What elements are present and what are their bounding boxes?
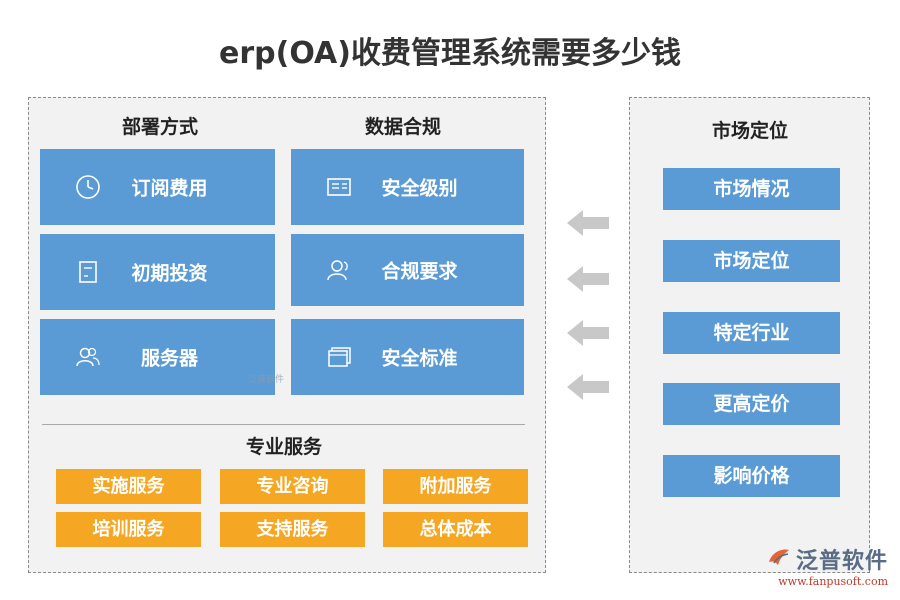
tile-label: 安全级别 [381, 177, 458, 200]
compliance-heading: 数据合规 [364, 116, 441, 138]
brand-url: www.fanpusoft.com [778, 575, 888, 588]
service-item[interactable]: 专业咨询 [220, 469, 365, 504]
tile-label: 安全标准 [381, 347, 458, 370]
market-item[interactable]: 更高定价 [663, 383, 840, 425]
left-arrow-icon [567, 208, 609, 238]
tile-security-level[interactable]: 安全级别 [291, 149, 524, 225]
tile-label: 订阅费用 [131, 177, 208, 200]
professional-heading: 专业服务 [245, 436, 322, 458]
service-item[interactable]: 附加服务 [383, 469, 528, 504]
tile-server[interactable]: 服务器 [40, 319, 275, 395]
service-item[interactable]: 实施服务 [56, 469, 201, 504]
left-arrow-icon [567, 372, 609, 402]
left-arrow-icon [567, 264, 609, 294]
service-item[interactable]: 支持服务 [220, 512, 365, 547]
service-item[interactable]: 培训服务 [56, 512, 201, 547]
market-heading: 市场定位 [711, 120, 788, 142]
brand-name: 泛普软件 [795, 549, 888, 574]
service-item[interactable]: 总体成本 [383, 512, 528, 547]
market-item[interactable]: 特定行业 [663, 312, 840, 354]
tile-initial-investment[interactable]: 初期投资 [40, 234, 275, 310]
tile-label: 服务器 [140, 347, 198, 370]
id-card-icon [325, 173, 353, 201]
tile-label: 合规要求 [381, 260, 458, 283]
brand-logo: 泛普软件 www.fanpusoft.com [766, 543, 888, 588]
deployment-heading: 部署方式 [121, 116, 198, 138]
document-icon [74, 258, 102, 286]
page-title: erp(OA)收费管理系统需要多少钱 [219, 36, 681, 71]
windows-icon [325, 343, 353, 371]
tile-label: 初期投资 [131, 262, 208, 285]
user-icon [325, 256, 353, 284]
left-arrow-icon [567, 318, 609, 348]
tile-compliance-requirements[interactable]: 合规要求 [291, 234, 524, 306]
tile-subscription-fee[interactable]: 订阅费用 [40, 149, 275, 225]
tile-security-standard[interactable]: 安全标准 [291, 319, 524, 395]
market-item[interactable]: 市场情况 [663, 168, 840, 210]
watermark-text: 泛普软件 [248, 375, 285, 385]
divider [42, 424, 525, 425]
clock-icon [74, 173, 102, 201]
market-item[interactable]: 影响价格 [663, 455, 840, 497]
users-icon [74, 343, 102, 371]
brand-icon [766, 546, 792, 572]
market-item[interactable]: 市场定位 [663, 240, 840, 282]
